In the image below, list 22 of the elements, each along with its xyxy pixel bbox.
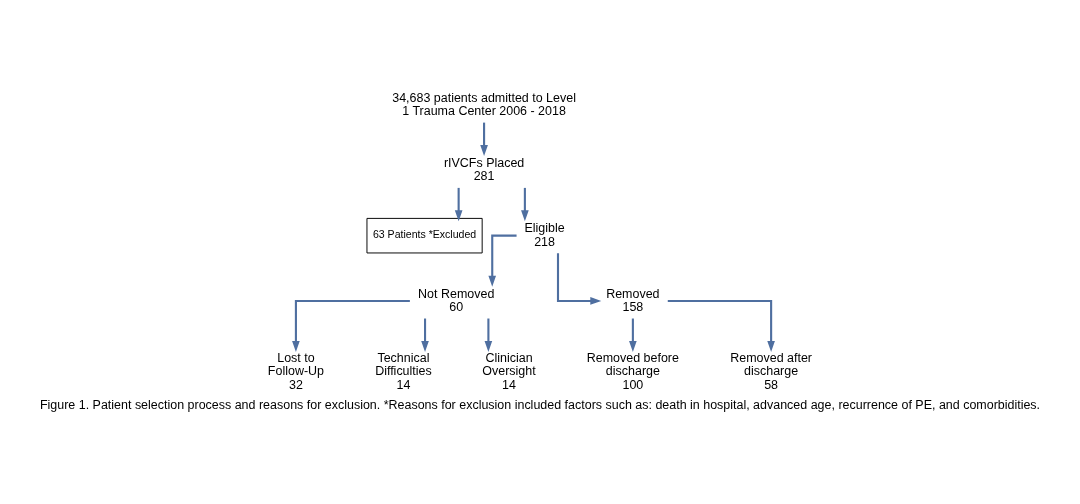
node-text: Not Removed 60 (418, 286, 495, 314)
node-text: rIVCFs Placed 281 (443, 155, 525, 184)
node-text: Eligible 218 (524, 221, 565, 249)
node-text: 34,683 patients admitted to Level 1 Trauma Center 2006 - 2018 (392, 90, 576, 119)
caption: Figure 1. Patient selection process and reasons for exclusion. *Reasons for exclusion included factors such as: death in hospital, advanced age, recurrence of PE, and comorbidities. (39, 397, 1041, 412)
node-text: Removed before discharge 100 (586, 350, 679, 392)
node-text: Clinician Oversight 14 (482, 350, 536, 392)
arrow (454, 187, 463, 222)
arrow (484, 318, 493, 352)
arrow (521, 187, 529, 222)
node-text: Lost to Follow-Up 32 (267, 350, 324, 392)
node-text: Removed 158 (606, 286, 660, 314)
node-text: Removed after discharge 58 (730, 350, 813, 392)
arrow (488, 234, 517, 287)
arrow (629, 318, 637, 352)
node-box: 63 Patients *Excluded (366, 217, 483, 254)
arrow (292, 299, 410, 352)
node-text: Technical Difficulties 14 (375, 350, 432, 392)
arrow (556, 253, 602, 305)
arrow (480, 122, 488, 157)
arrow (667, 299, 775, 352)
arrow (421, 318, 429, 352)
